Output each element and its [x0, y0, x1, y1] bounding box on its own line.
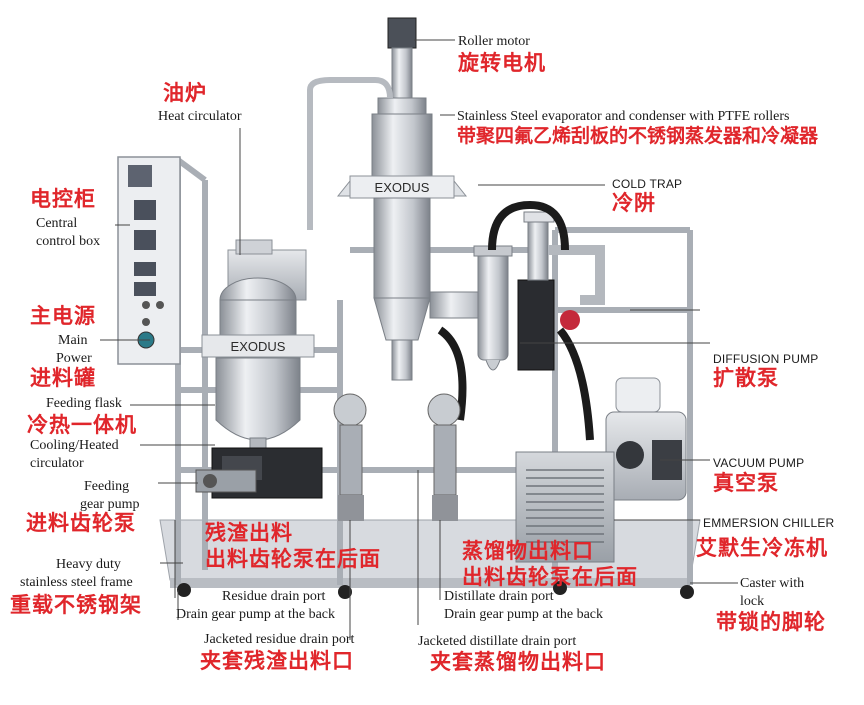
control-box-label-en-1: Central: [36, 216, 78, 231]
diffusion-pump-label-cn: 扩散泵: [713, 366, 779, 390]
caster-label-en-2: lock: [740, 594, 765, 609]
vacuum-pump-label-en: VACUUM PUMP: [713, 456, 805, 470]
caster-wheels: [177, 581, 694, 599]
diffusion-pump: [517, 211, 605, 371]
main-power-label-cn: 主电源: [30, 304, 96, 328]
residue-port-label-cn-1: 残渣出料: [205, 521, 293, 545]
jacketed-residue-label-cn: 夹套残渣出料口: [200, 649, 354, 673]
caster-label-cn: 带锁的脚轮: [716, 610, 826, 634]
residue-port-label-cn-2: 出料齿轮泵在后面: [205, 547, 381, 571]
feeding-flask: EXODUS: [201, 277, 315, 479]
chiller-unit-label-en-1: Cooling/Heated: [30, 438, 119, 453]
frame-label-en-1: Heavy duty: [56, 557, 121, 572]
frame-label-en-2: stainless steel frame: [20, 575, 133, 590]
residue-port-label-en-1: Residue drain port: [222, 589, 326, 604]
heat-circulator-label-cn: 油炉: [163, 81, 207, 105]
column-brand-label: EXODUS: [375, 180, 430, 195]
roller-motor-label-en: Roller motor: [458, 34, 530, 49]
caster-label-en-1: Caster with: [740, 576, 805, 591]
feeding-pump-label-en-1: Feeding: [84, 479, 130, 494]
main-power-label-en-2: Power: [56, 351, 92, 366]
distillate-port-label-cn-1: 蒸馏物出料口: [462, 539, 594, 563]
feeding-gear-pump: [195, 469, 257, 493]
diffusion-pump-label-en: DIFFUSION PUMP: [713, 352, 819, 366]
residue-port-label-en-2: Drain gear pump at the back: [176, 607, 335, 622]
cold-trap-label-cn: 冷阱: [612, 191, 656, 215]
main-power-label-en-1: Main: [58, 333, 88, 348]
emmersion-chiller: [515, 451, 615, 563]
feeding-pump-label-en-2: gear pump: [80, 497, 140, 512]
distillate-port-label-en-2: Drain gear pump at the back: [444, 607, 603, 622]
control-cabinet: [117, 156, 181, 365]
emmersion-chiller-label-cn: 艾默生冷冻机: [696, 536, 828, 560]
emmersion-chiller-label-en: EMMERSION CHILLER: [703, 516, 835, 530]
cold-trap: [473, 245, 513, 371]
evaporator-label-cn: 带聚四氟乙烯刮板的不锈钢蒸发器和冷凝器: [457, 125, 819, 147]
cold-trap-label-en: COLD TRAP: [612, 177, 683, 191]
feeding-flask-label-en: Feeding flask: [46, 396, 122, 411]
vacuum-pump: [605, 377, 687, 501]
jacketed-distillate-label-en: Jacketed distillate drain port: [418, 634, 577, 649]
jacketed-distillate-label-cn: 夹套蒸馏物出料口: [430, 650, 606, 674]
distillate-port-label-en-1: Distillate drain port: [444, 589, 554, 604]
chiller-unit-label-en-2: circulator: [30, 456, 84, 471]
roller-motor-label-cn: 旋转电机: [458, 51, 546, 75]
control-box-label-cn: 电控柜: [30, 187, 96, 211]
heat-circulator-label-en: Heat circulator: [158, 109, 242, 124]
evaporator-condenser-column: EXODUS: [307, 17, 491, 381]
evaporator-label-en: Stainless Steel evaporator and condenser…: [457, 109, 790, 124]
distillate-port-label-cn-2: 出料齿轮泵在后面: [462, 565, 638, 589]
jacketed-residue-label-en: Jacketed residue drain port: [204, 632, 355, 647]
control-box-label-en-2: control box: [36, 234, 101, 249]
feeding-flask-label-cn: 进料罐: [30, 366, 96, 390]
feeding-pump-label-cn: 进料齿轮泵: [26, 511, 136, 535]
chiller-unit-label-cn: 冷热一体机: [27, 413, 137, 437]
frame-label-cn: 重载不锈钢架: [10, 593, 142, 617]
flask-brand-label: EXODUS: [231, 339, 286, 354]
vacuum-pump-label-cn: 真空泵: [713, 471, 779, 495]
callout-leader-lines: [100, 39, 738, 640]
vacuum-hoses: [437, 200, 594, 441]
drain-gear-pumps: [333, 393, 461, 521]
